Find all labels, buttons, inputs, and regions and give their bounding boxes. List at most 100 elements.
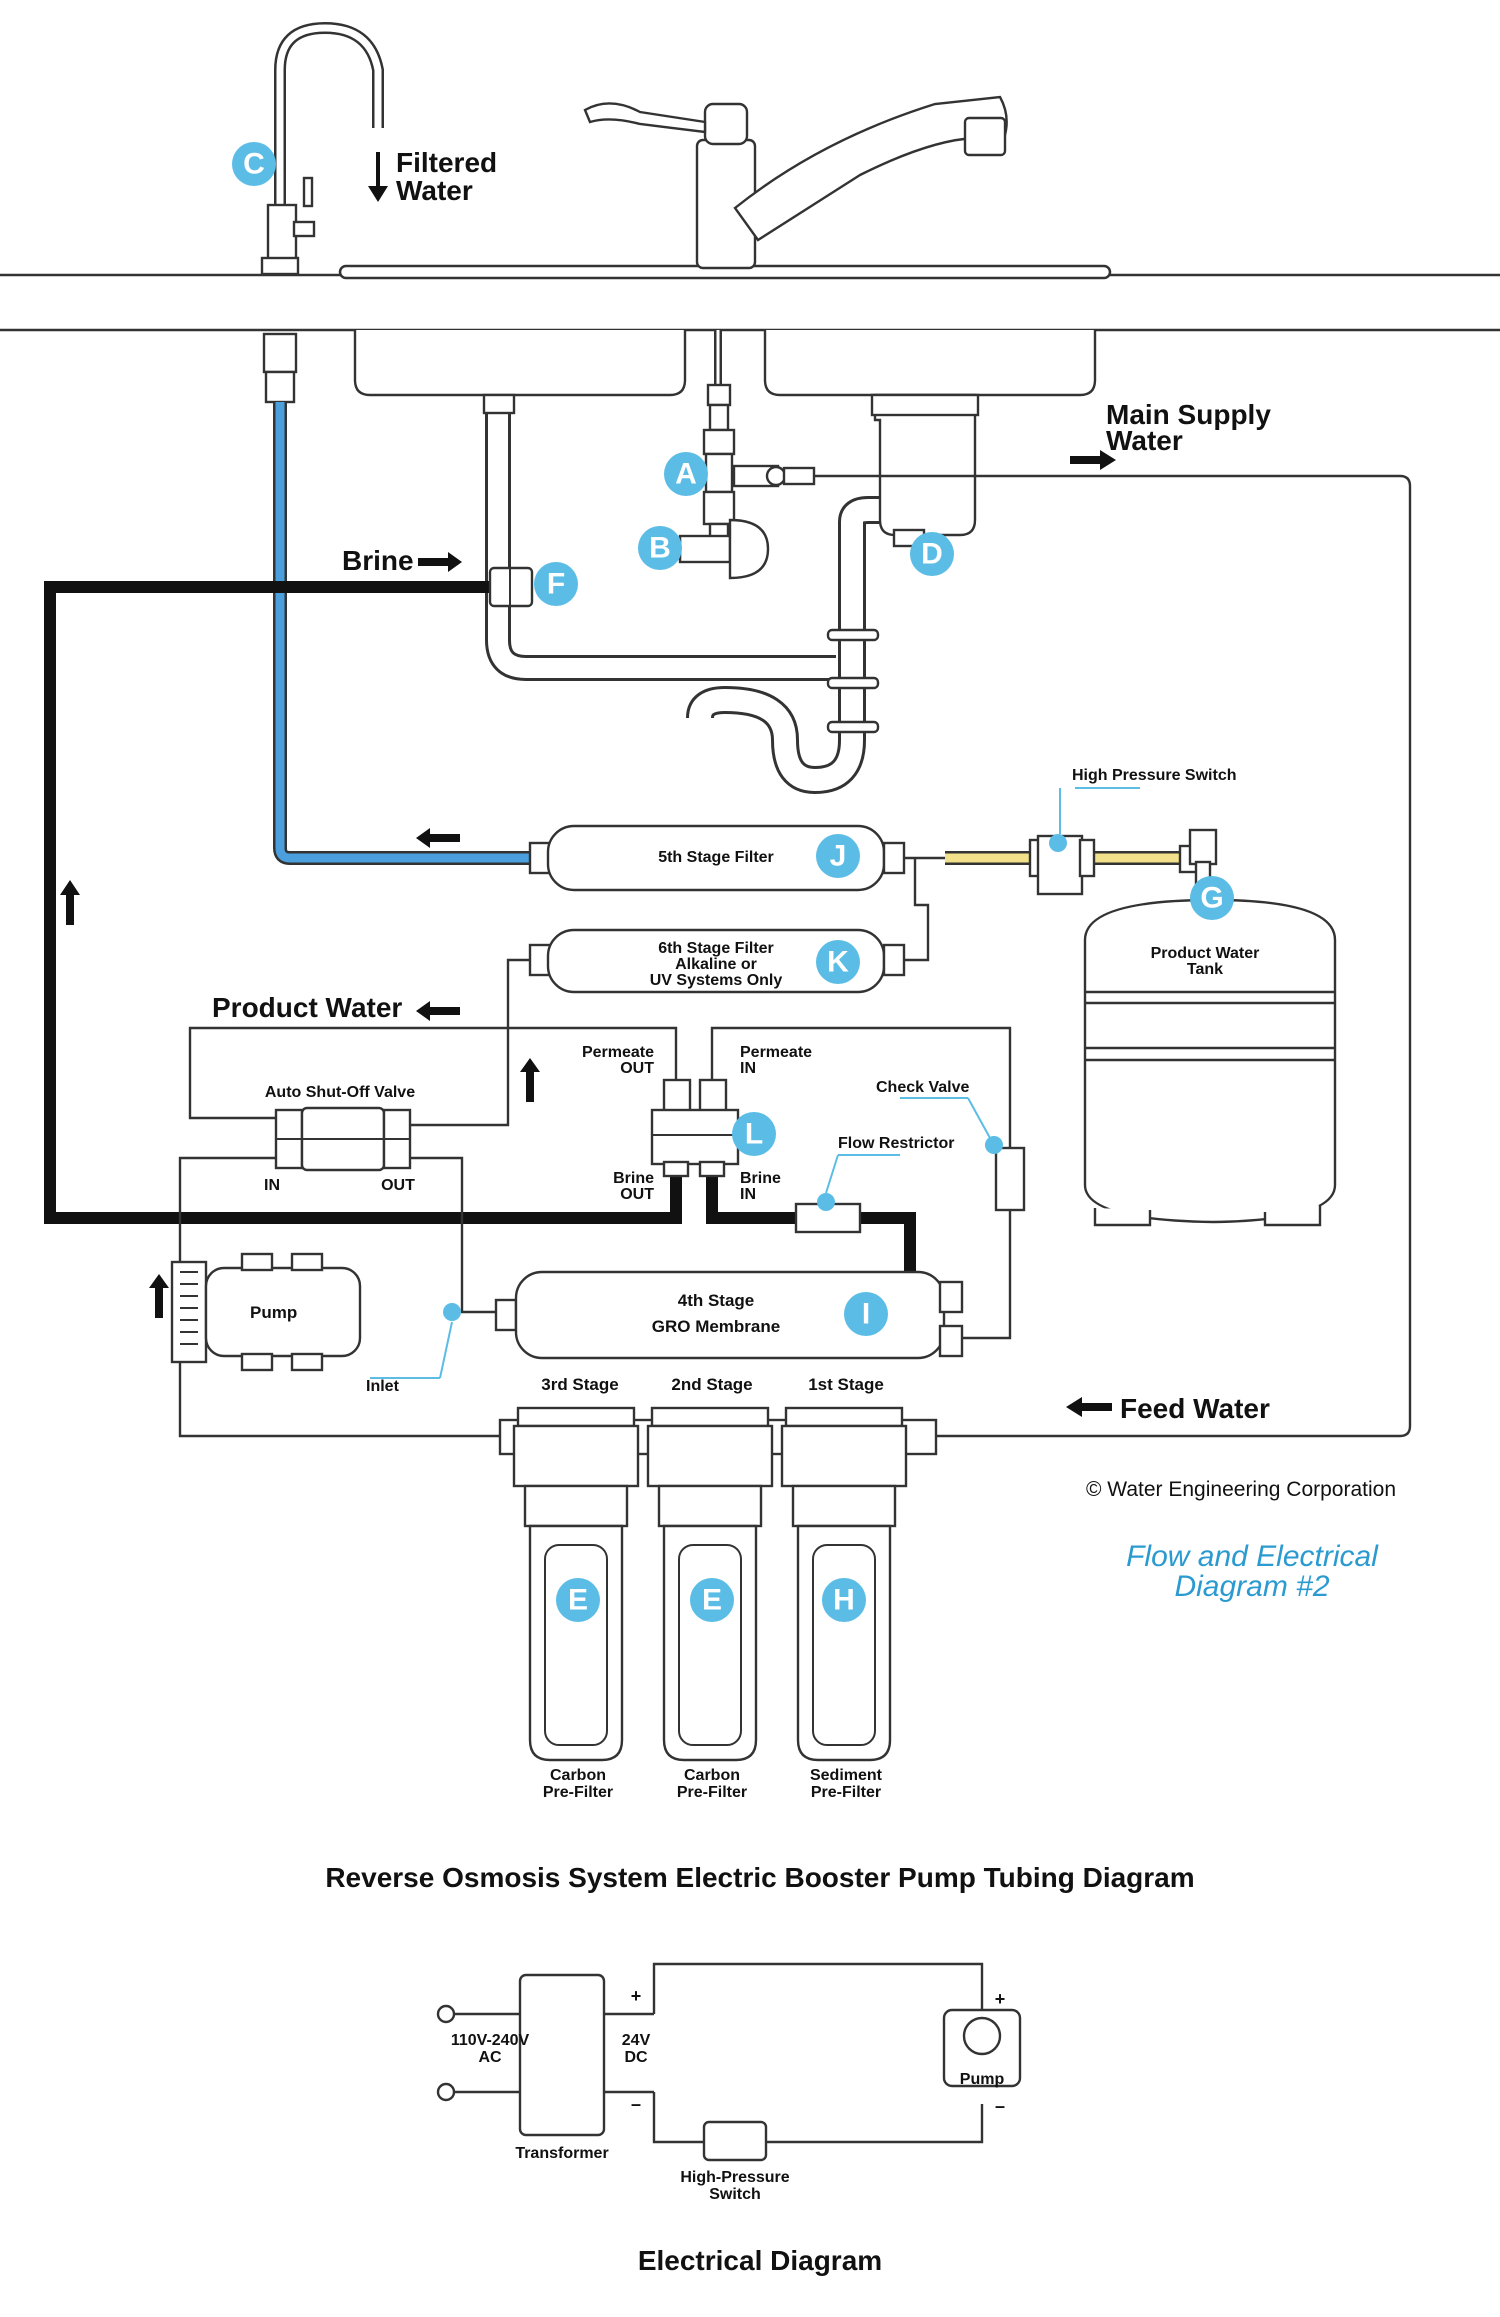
filtered-arrow-icon xyxy=(368,152,388,202)
switch-label-line2: Switch xyxy=(709,2186,761,2203)
svg-text:B: B xyxy=(649,532,671,565)
svg-text:Pre-Filter: Pre-Filter xyxy=(811,1784,881,1801)
output-voltage-type: DC xyxy=(624,2049,648,2066)
prefilter-bank xyxy=(498,1406,938,1762)
ac-terminal-bottom xyxy=(436,2082,456,2102)
label-sediment-prefilter: Sediment Pre-Filter xyxy=(810,1767,883,1801)
label-permeate-in: Permeate IN xyxy=(740,1044,812,1077)
pressure-switch-box xyxy=(702,2120,768,2162)
high-pressure-switch xyxy=(1028,787,1140,896)
auto-shutoff-valve xyxy=(274,1106,412,1172)
marker-A: A xyxy=(664,452,708,496)
stage1-housing xyxy=(780,1406,908,1762)
svg-text:F: F xyxy=(547,568,565,601)
marker-B: B xyxy=(638,526,682,570)
supply-valve xyxy=(652,330,816,580)
marker-G: G xyxy=(1190,876,1234,920)
pump-label: Pump xyxy=(960,2071,1005,2088)
product-water-arrow-icon xyxy=(416,1001,460,1021)
label-permeate-out: Permeate OUT xyxy=(582,1044,654,1077)
flow-restrictor xyxy=(794,1154,900,1234)
label-stage2: 2nd Stage xyxy=(671,1375,752,1394)
label-brine-in: Brine IN xyxy=(740,1170,781,1203)
sink-bowls xyxy=(353,330,1097,397)
svg-text:Brine: Brine xyxy=(740,1170,781,1187)
input-voltage-label: 110V-240V xyxy=(451,2032,530,2049)
product-flow-arrow-icon xyxy=(416,828,460,848)
ro-faucet xyxy=(260,21,384,276)
pump-up-arrow-icon xyxy=(149,1274,169,1318)
output-voltage-label: 24V xyxy=(622,2032,651,2049)
svg-text:K: K xyxy=(827,946,849,979)
svg-text:E: E xyxy=(568,1584,588,1617)
label-pump: Pump xyxy=(250,1303,297,1322)
pump-motor-icon xyxy=(962,2016,1002,2056)
svg-text:IN: IN xyxy=(740,1186,756,1203)
label-product-water: Product Water xyxy=(212,992,402,1023)
label-feed-water: Feed Water xyxy=(1120,1393,1270,1424)
label-inlet: Inlet xyxy=(366,1378,400,1395)
filtered-water-tube xyxy=(262,332,530,865)
stage3-housing xyxy=(512,1406,640,1762)
label-brine: Brine xyxy=(342,545,414,576)
transformer-plus: + xyxy=(631,1986,642,2006)
label-brine-out: Brine OUT xyxy=(613,1170,654,1203)
svg-text:Carbon: Carbon xyxy=(550,1767,606,1784)
label-carbon-prefilter-b: Carbon Pre-Filter xyxy=(677,1767,747,1801)
countertop xyxy=(0,264,1500,332)
svg-text:Alkaline or: Alkaline or xyxy=(675,956,757,973)
label-sixth-stage-filter: 6th Stage Filter Alkaline or UV Systems … xyxy=(650,940,783,989)
svg-text:Product Water: Product Water xyxy=(1151,945,1260,962)
svg-text:4th Stage: 4th Stage xyxy=(678,1291,755,1310)
svg-text:UV Systems Only: UV Systems Only xyxy=(650,972,783,989)
svg-text:IN: IN xyxy=(740,1060,756,1077)
input-voltage-type: AC xyxy=(478,2049,502,2066)
marker-E2: E xyxy=(690,1578,734,1622)
svg-text:OUT: OUT xyxy=(620,1060,654,1077)
check-valve xyxy=(900,1097,1026,1212)
svg-text:GRO Membrane: GRO Membrane xyxy=(652,1317,780,1336)
svg-text:Permeate: Permeate xyxy=(582,1044,654,1061)
svg-text:Diagram #2: Diagram #2 xyxy=(1174,1570,1329,1603)
label-carbon-prefilter-a: Carbon Pre-Filter xyxy=(543,1767,613,1801)
svg-text:Flow and Electrical: Flow and Electrical xyxy=(1126,1540,1379,1573)
check-valve-tube xyxy=(940,1210,1012,1340)
marker-K: K xyxy=(816,940,860,984)
main-supply-tube xyxy=(814,474,1412,1438)
marker-H: H xyxy=(822,1578,866,1622)
asov-to-6th-tube xyxy=(390,958,530,1127)
electrical-diagram: 110V-240V AC 24V DC + – + – Pump Transfo… xyxy=(436,1962,1022,2276)
stage2-housing xyxy=(646,1406,774,1762)
tubing-diagram-title: Reverse Osmosis System Electric Booster … xyxy=(325,1862,1194,1893)
svg-text:Water: Water xyxy=(1106,425,1183,456)
ac-terminal-top xyxy=(436,2004,456,2024)
gro-membrane xyxy=(370,1270,964,1379)
label-asov-in: IN xyxy=(264,1177,280,1194)
label-product-water-tank: Product Water Tank xyxy=(1151,945,1260,978)
label-stage1: 1st Stage xyxy=(808,1375,884,1394)
transformer-label: Transformer xyxy=(515,2145,608,2162)
svg-text:J: J xyxy=(830,840,847,873)
sixth-stage-filter xyxy=(528,928,906,994)
svg-text:Permeate: Permeate xyxy=(740,1044,812,1061)
svg-text:H: H xyxy=(833,1584,855,1617)
fifth-stage-filter xyxy=(528,824,906,892)
marker-E1: E xyxy=(556,1578,600,1622)
marker-I: I xyxy=(844,1292,888,1336)
label-membrane: 4th Stage GRO Membrane xyxy=(652,1291,780,1336)
svg-text:G: G xyxy=(1200,882,1223,915)
brine-arrow-icon xyxy=(418,552,462,572)
svg-text:Brine: Brine xyxy=(613,1170,654,1187)
brine-up-arrow-icon xyxy=(60,880,80,925)
label-filtered-water: Filtered Water xyxy=(396,147,497,206)
feed-arrow-icon xyxy=(1066,1397,1112,1417)
pump-minus: – xyxy=(995,2096,1005,2116)
svg-text:D: D xyxy=(921,538,943,571)
label-check-valve: Check Valve xyxy=(876,1079,970,1096)
transformer-box xyxy=(518,1973,606,2137)
membrane-feed-tube xyxy=(390,1156,500,1314)
svg-text:A: A xyxy=(675,458,697,491)
label-flow-restrictor: Flow Restrictor xyxy=(838,1135,954,1152)
